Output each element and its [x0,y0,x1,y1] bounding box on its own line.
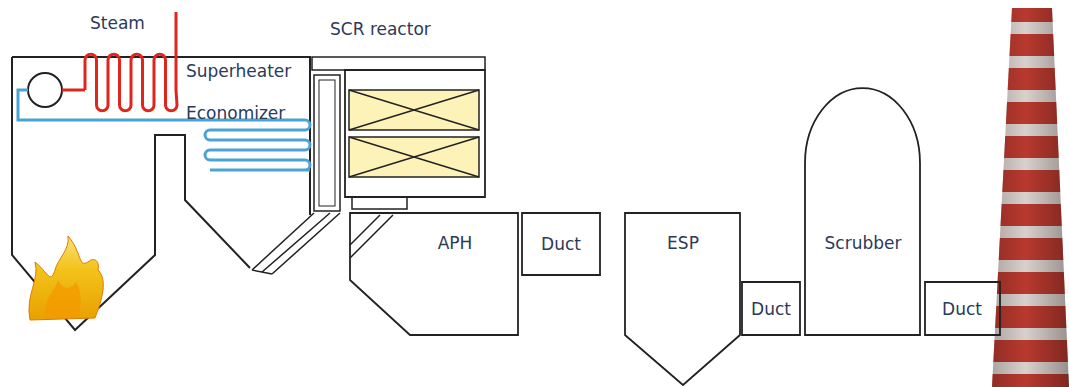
equipment-box: ESP [625,213,740,385]
catalyst-layers [349,90,479,177]
part-label: Superheater [186,62,291,81]
steam-drum [28,73,62,107]
equipment-label: ESP [667,234,699,253]
scr-lid [312,57,485,70]
part-label: Economizer [186,104,285,123]
equipment-box: Duct [522,213,600,275]
furnace-flame [29,236,103,320]
equipment-outline [345,70,485,197]
equipment-label: Duct [942,300,982,319]
steam-pipe [62,89,85,92]
equipment-outline [350,213,518,335]
scr-inlet-inner [319,80,335,206]
connecting-duct [252,213,340,274]
superheater-coil [85,54,177,110]
equipment-label: Duct [541,235,581,254]
equipment-box: Scrubber [805,88,920,335]
scr-outlet [352,197,407,209]
part-label: Steam [90,14,145,33]
equipment-box: Duct [925,282,1000,335]
reactor-box: SCR reactor [345,70,485,197]
equipment-label: APH [438,234,473,253]
boiler-outline [12,57,310,330]
equipment-label: Scrubber [825,234,902,253]
steam-outlet [175,12,178,90]
stack [985,0,1069,387]
aph-hopper [350,215,393,258]
economizer-coil [205,120,310,170]
equipment-box: APH [350,213,518,335]
scr-inlet-duct [314,75,340,211]
equipment-label: Duct [751,300,791,319]
equipment-outline [805,88,920,335]
equipment-label: SCR reactor [330,20,431,39]
equipment-box: Duct [742,282,800,335]
